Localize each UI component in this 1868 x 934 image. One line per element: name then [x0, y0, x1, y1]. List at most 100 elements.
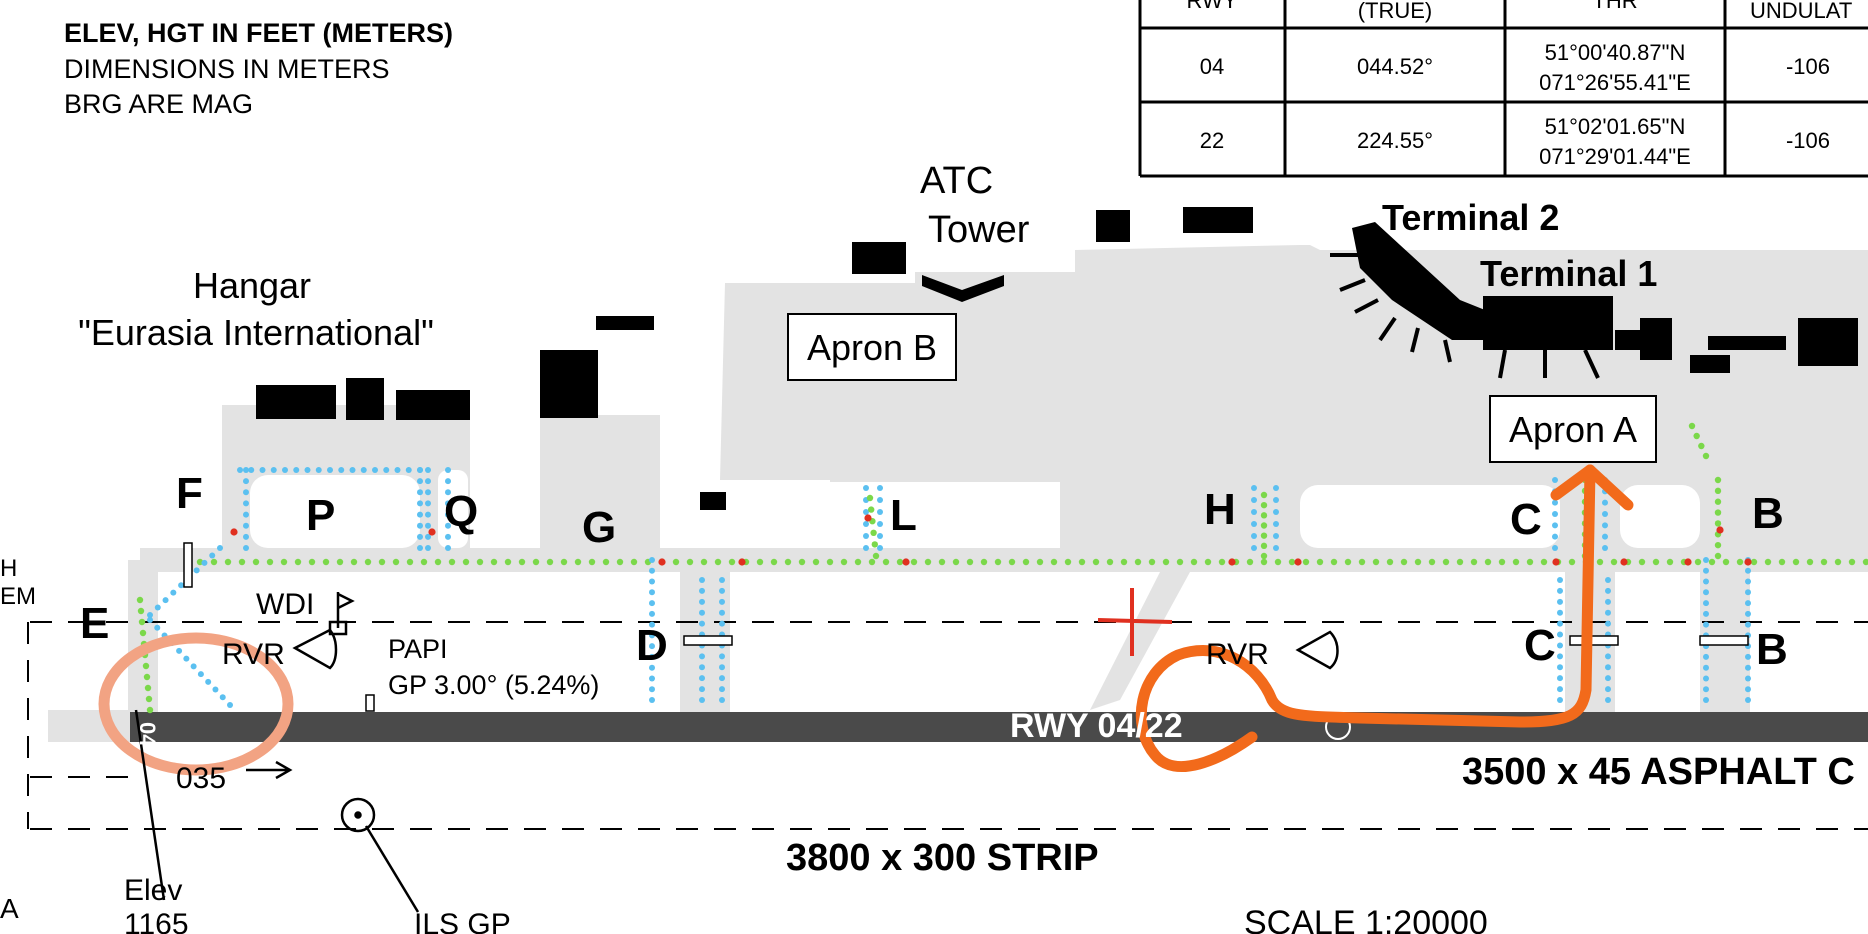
rvr-left-label: RVR	[222, 638, 285, 671]
taxiway-light	[1540, 558, 1548, 566]
taxiway-light	[1684, 558, 1692, 566]
taxiway-light	[1716, 526, 1724, 534]
taxiway-light	[1386, 558, 1394, 566]
taxiway-light	[1602, 499, 1608, 506]
taxiway-light	[699, 620, 705, 627]
taxiway-light	[1273, 497, 1279, 503]
row1-undulation: -106	[1786, 54, 1830, 79]
taxiway-light	[243, 522, 249, 529]
row2-bearing: 224.55°	[1357, 128, 1433, 153]
taxiway-light	[719, 653, 725, 660]
taxiway-b-bottom: B	[1756, 625, 1788, 674]
taxiway-light	[1288, 558, 1296, 566]
taxiway-light	[417, 545, 423, 551]
taxiway-light	[1330, 558, 1338, 566]
taxiway-light	[248, 467, 255, 473]
taxiway-light	[1428, 558, 1436, 566]
taxiway-light	[1552, 477, 1558, 483]
taxiway-light	[1557, 598, 1563, 605]
taxiway-light	[1750, 558, 1758, 566]
taxiway-light	[1714, 552, 1722, 560]
taxiway-light	[1557, 577, 1563, 583]
taxiway-light	[719, 686, 725, 693]
taxiway-light	[205, 678, 212, 685]
taxiway-light	[1552, 499, 1558, 506]
taxiway-light	[350, 558, 358, 566]
taxiway-light	[1302, 558, 1310, 566]
route-annotation	[1135, 464, 1596, 772]
taxiway-light	[616, 558, 624, 566]
taxiway-light	[210, 558, 218, 566]
runway-dimensions: 3500 x 45 ASPHALT C	[1462, 751, 1855, 793]
taxiway-light	[877, 485, 883, 491]
taxiway-light	[1557, 631, 1563, 638]
taxiway-light	[868, 558, 876, 566]
taxiway-light	[1260, 558, 1268, 566]
taxiway-e: E	[80, 599, 109, 648]
taxiway-light	[293, 467, 300, 473]
taxiway-p: P	[306, 491, 335, 540]
taxiway-light	[1820, 558, 1828, 566]
taxiway-light	[1605, 686, 1611, 693]
taxiway-light	[882, 558, 890, 566]
taxiway-light	[719, 577, 725, 583]
taxiway-light	[1703, 589, 1709, 596]
taxiway-light	[378, 558, 386, 566]
taxiway-light	[952, 558, 960, 566]
taxiway-light	[243, 500, 249, 507]
taxiway-light	[1106, 558, 1114, 566]
taxiway-light	[1638, 558, 1646, 566]
taxiway-light	[699, 587, 705, 594]
wdi-label: WDI	[256, 588, 314, 621]
taxiway-light	[1666, 558, 1674, 566]
taxiway-light	[445, 511, 451, 518]
taxiway-light	[649, 643, 655, 650]
taxiway-light	[1714, 541, 1722, 549]
taxiway-light	[425, 478, 431, 485]
taxiway-light	[224, 558, 232, 566]
taxiway-light	[445, 522, 451, 529]
taxiway-light	[137, 607, 145, 615]
taxiway-light	[719, 664, 725, 671]
apron-a-label: Apron A	[1509, 409, 1637, 450]
taxiway-light	[1745, 697, 1751, 703]
taxiway-light	[360, 467, 367, 473]
taxiway-light	[1552, 545, 1558, 551]
edge-label-2: EM	[0, 583, 36, 610]
taxiway-light	[336, 558, 344, 566]
taxiway-light	[1602, 545, 1608, 551]
elev-label-2: 1165	[124, 908, 189, 934]
taxiway-light	[143, 673, 151, 681]
taxiway-light	[649, 610, 655, 617]
taxiway-light	[574, 558, 582, 566]
taxiway-light	[1251, 545, 1257, 551]
wdi-base-icon	[328, 620, 348, 636]
heading-arrow-icon	[246, 760, 293, 780]
taxiway-light	[445, 545, 451, 551]
taxiway-light	[1552, 511, 1558, 517]
taxiway-light	[282, 467, 288, 473]
taxiway-light	[417, 522, 423, 529]
taxiway-light	[863, 485, 869, 491]
apron-b-label: Apron B	[807, 327, 937, 368]
taxiway-light	[425, 511, 431, 518]
taxiway-light	[924, 558, 932, 566]
taxiway-light	[243, 467, 249, 473]
taxiway-light	[1557, 609, 1563, 616]
taxiway-light	[425, 489, 431, 496]
row2-rwy: 22	[1200, 128, 1224, 153]
taxiway-light	[649, 632, 655, 639]
taxiway-light	[719, 587, 725, 594]
taxiway-light	[243, 533, 249, 540]
taxiway-light	[728, 558, 736, 566]
taxiway-light	[699, 686, 705, 693]
taxiway-light	[1316, 558, 1324, 566]
taxiway-light	[1251, 533, 1257, 539]
taxiway-light	[1557, 697, 1563, 703]
edge-label-3: A	[0, 893, 19, 924]
taxiway-light	[1552, 533, 1558, 540]
taxiway-light	[425, 533, 431, 540]
taxiway-light	[1745, 578, 1751, 585]
taxiway-light	[866, 494, 874, 502]
